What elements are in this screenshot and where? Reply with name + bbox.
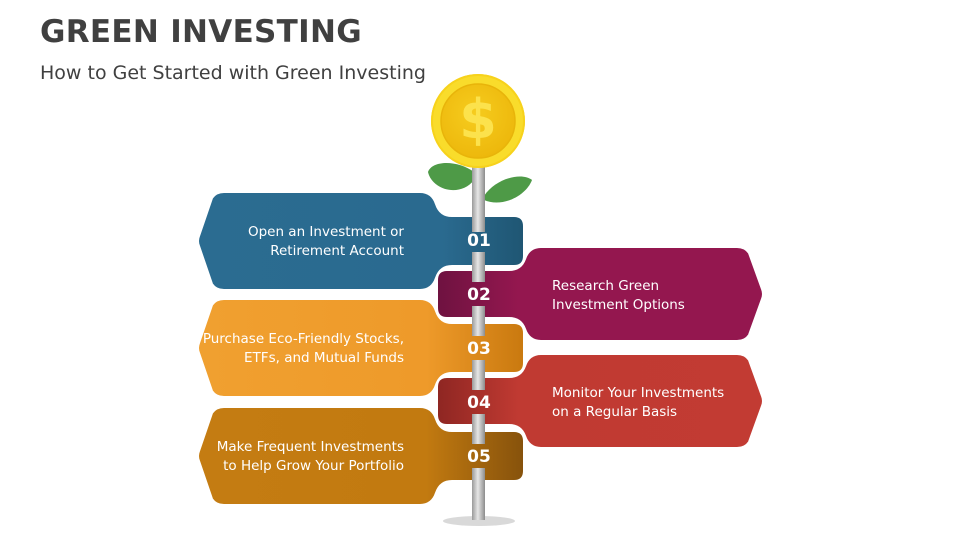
step-02-line1: Research Green <box>552 278 660 294</box>
step-05-line2: to Help Grow Your Portfolio <box>223 458 404 474</box>
dollar-symbol: $ <box>459 88 497 151</box>
pole-shadow <box>443 516 515 526</box>
step-03-line1: Purchase Eco-Friendly Stocks, <box>202 331 404 347</box>
dollar-coin-icon <box>431 74 525 168</box>
step-number-05: 05 <box>467 447 491 467</box>
step-05-line1: Make Frequent Investments <box>216 439 404 455</box>
pole-segments <box>472 214 485 520</box>
step-label-05: Make Frequent Investments to Help Grow Y… <box>217 438 404 476</box>
step-01-line2: Retirement Account <box>270 243 404 259</box>
step-label-02: Research Green Investment Options <box>552 277 685 315</box>
sign-step-05 <box>197 406 525 506</box>
step-02-line2: Investment Options <box>552 297 685 313</box>
step-label-04: Monitor Your Investments on a Regular Ba… <box>552 384 724 422</box>
step-03-line2: ETFs, and Mutual Funds <box>244 350 404 366</box>
step-01-line1: Open an Investment or <box>247 224 404 240</box>
step-number-01: 01 <box>467 231 491 251</box>
step-label-01: Open an Investment or Retirement Account <box>248 223 404 261</box>
step-label-03: Purchase Eco-Friendly Stocks, ETFs, and … <box>203 330 404 368</box>
step-number-02: 02 <box>467 285 491 305</box>
page-title: GREEN INVESTING <box>40 14 362 50</box>
step-number-04: 04 <box>467 393 491 413</box>
sign-step-01 <box>197 191 525 291</box>
sign-step-02 <box>436 246 764 342</box>
page-subtitle: How to Get Started with Green Investing <box>40 62 426 84</box>
step-04-line1: Monitor Your Investments <box>552 385 725 401</box>
leaves-icon <box>428 163 532 203</box>
sign-step-03 <box>197 298 525 398</box>
sign-step-04 <box>436 353 764 449</box>
step-04-line2: on a Regular Basis <box>552 404 678 420</box>
step-number-03: 03 <box>467 339 491 359</box>
